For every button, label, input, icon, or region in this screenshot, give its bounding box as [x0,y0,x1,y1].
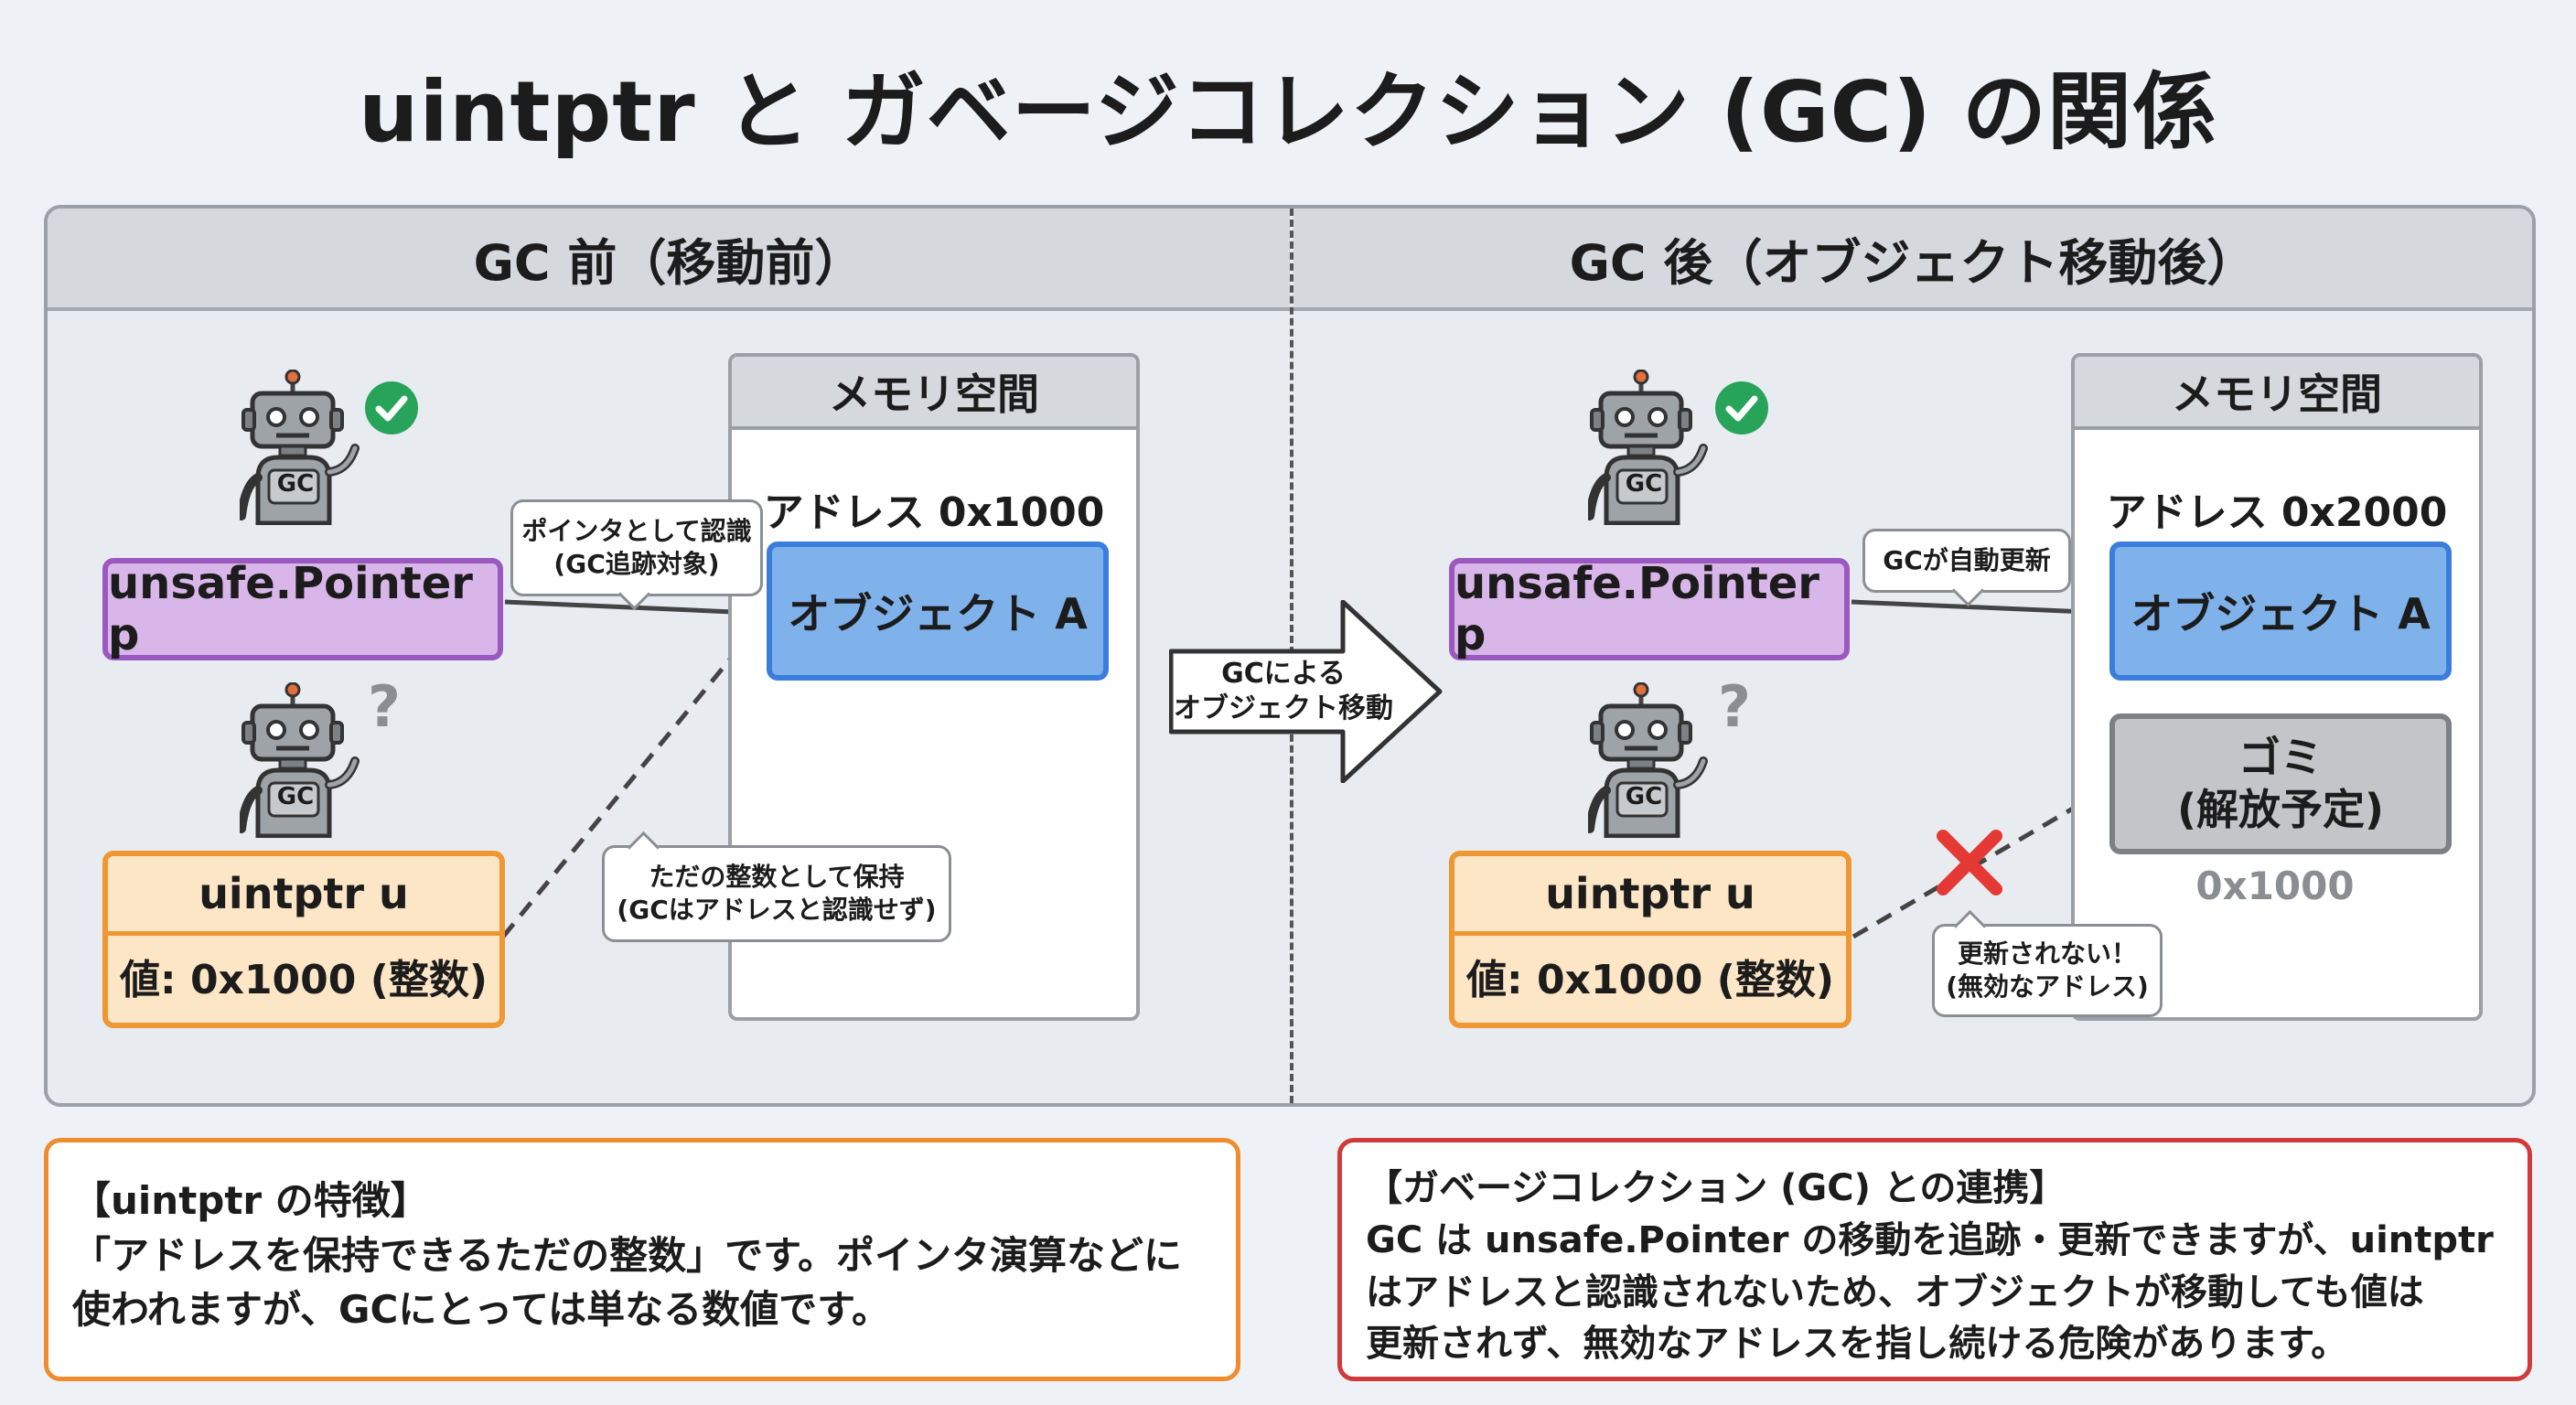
red-x-icon [1937,830,2002,896]
callout-line: 更新されない！ [1957,938,2137,969]
note-heading: 【uintptr の特徴】 [72,1178,429,1223]
after-uintptr-box: uintptr u 値: 0x1000 (整数) [1449,851,1852,1028]
after-unsafe-pointer-box: unsafe.Pointer p [1449,558,1850,660]
page-title: uintptr と ガベージコレクション (GC) の関係 [358,63,2218,161]
garbage-label: ゴミ [2238,732,2323,782]
uintptr-note: 【uintptr の特徴】 「アドレスを保持できるただの整数」です。ポインタ演算… [44,1138,1240,1381]
question-mark-icon: ? [1718,673,1751,740]
before-uintptr-dashed-arrow [501,643,743,938]
after-pointer-arrow [1851,599,2110,618]
callout-line: (GCはアドレスと認識せず) [617,895,937,925]
before-pointer-arrow [504,599,757,618]
diagram-frame: GC 前（移動前） GC 後（オブジェクト移動後） メモリ空間 アドレス 0x1… [44,205,2536,1107]
robot-icon: GC [1588,682,1753,838]
check-circle-icon [365,381,418,434]
robot-icon: GC [1588,370,1753,525]
after-memory-space: メモリ空間 [2071,353,2483,1021]
uintptr-name: uintptr u [1454,856,1846,936]
before-pointer-callout: ポインタとして認識 (GC追跡対象) [510,499,763,611]
before-uintptr-callout: ただの整数として保持 (GCはアドレスと認識せず) [602,831,951,942]
after-pointer-callout: GCが自動更新 [1862,529,2071,607]
callout-line: ポインタとして認識 [521,515,752,546]
before-panel-header: GC 前（移動前） [48,209,1290,311]
after-address-label: アドレス 0x2000 [2106,489,2448,536]
after-panel-header: GC 後（オブジェクト移動後） [1293,209,2532,311]
before-object-a: オブジェクト A [767,542,1109,681]
note-heading: 【ガベージコレクション (GC) との連携】 [1366,1167,2066,1209]
check-circle-icon [1715,381,1768,434]
robot-icon: GC [240,370,404,525]
note-line: GC は unsafe.Pointer の移動を追跡・更新できますが、uintp… [1366,1218,2494,1261]
note-line: 使われますが、GCにとっては単なる数値です。 [72,1287,890,1333]
robot-badge: GC [1625,470,1663,498]
transition-line1: GCによる [1221,658,1346,690]
robot-icon: GC [240,682,404,838]
question-mark-icon: ? [368,673,401,740]
old-address-label: 0x1000 [2195,863,2355,908]
after-uintptr-callout: 更新されない！ (無効なアドレス) [1932,909,2163,1017]
callout-line: (GC追跡対象) [553,549,720,579]
uintptr-value: 値: 0x1000 (整数) [1466,957,1834,1003]
transition-line2: オブジェクト移動 [1174,692,1393,724]
before-address-label: アドレス 0x1000 [763,489,1105,536]
callout-line: (無効なアドレス) [1946,971,2149,1002]
memory-space-label: メモリ空間 [2075,357,2479,430]
callout-line: ただの整数として保持 [649,861,905,892]
after-object-a: オブジェクト A [2109,542,2452,681]
note-line: はアドレスと認識されないため、オブジェクトが移動しても値は [1366,1271,2424,1314]
memory-space-label: メモリ空間 [732,357,1136,430]
robot-badge: GC [276,470,315,498]
callout-line: GCが自動更新 [1883,544,2051,575]
garbage-status: (解放予定) [2176,785,2385,834]
gc-note: 【ガベージコレクション (GC) との連携】 GC は unsafe.Point… [1337,1138,2532,1381]
before-uintptr-box: uintptr u 値: 0x1000 (整数) [102,851,505,1028]
garbage-block: ゴミ (解放予定) [2109,713,2452,854]
robot-badge: GC [1625,783,1663,810]
uintptr-name: uintptr u [108,856,499,936]
right-arrow-icon: GCによる オブジェクト移動 [1169,600,1444,783]
robot-badge: GC [276,783,315,810]
before-unsafe-pointer-box: unsafe.Pointer p [102,558,503,660]
note-line: 更新されず、無効なアドレスを指し続ける危険があります。 [1366,1323,2348,1366]
uintptr-value: 値: 0x1000 (整数) [120,957,488,1003]
note-line: 「アドレスを保持できるただの整数」です。ポインタ演算などに [72,1232,1182,1278]
